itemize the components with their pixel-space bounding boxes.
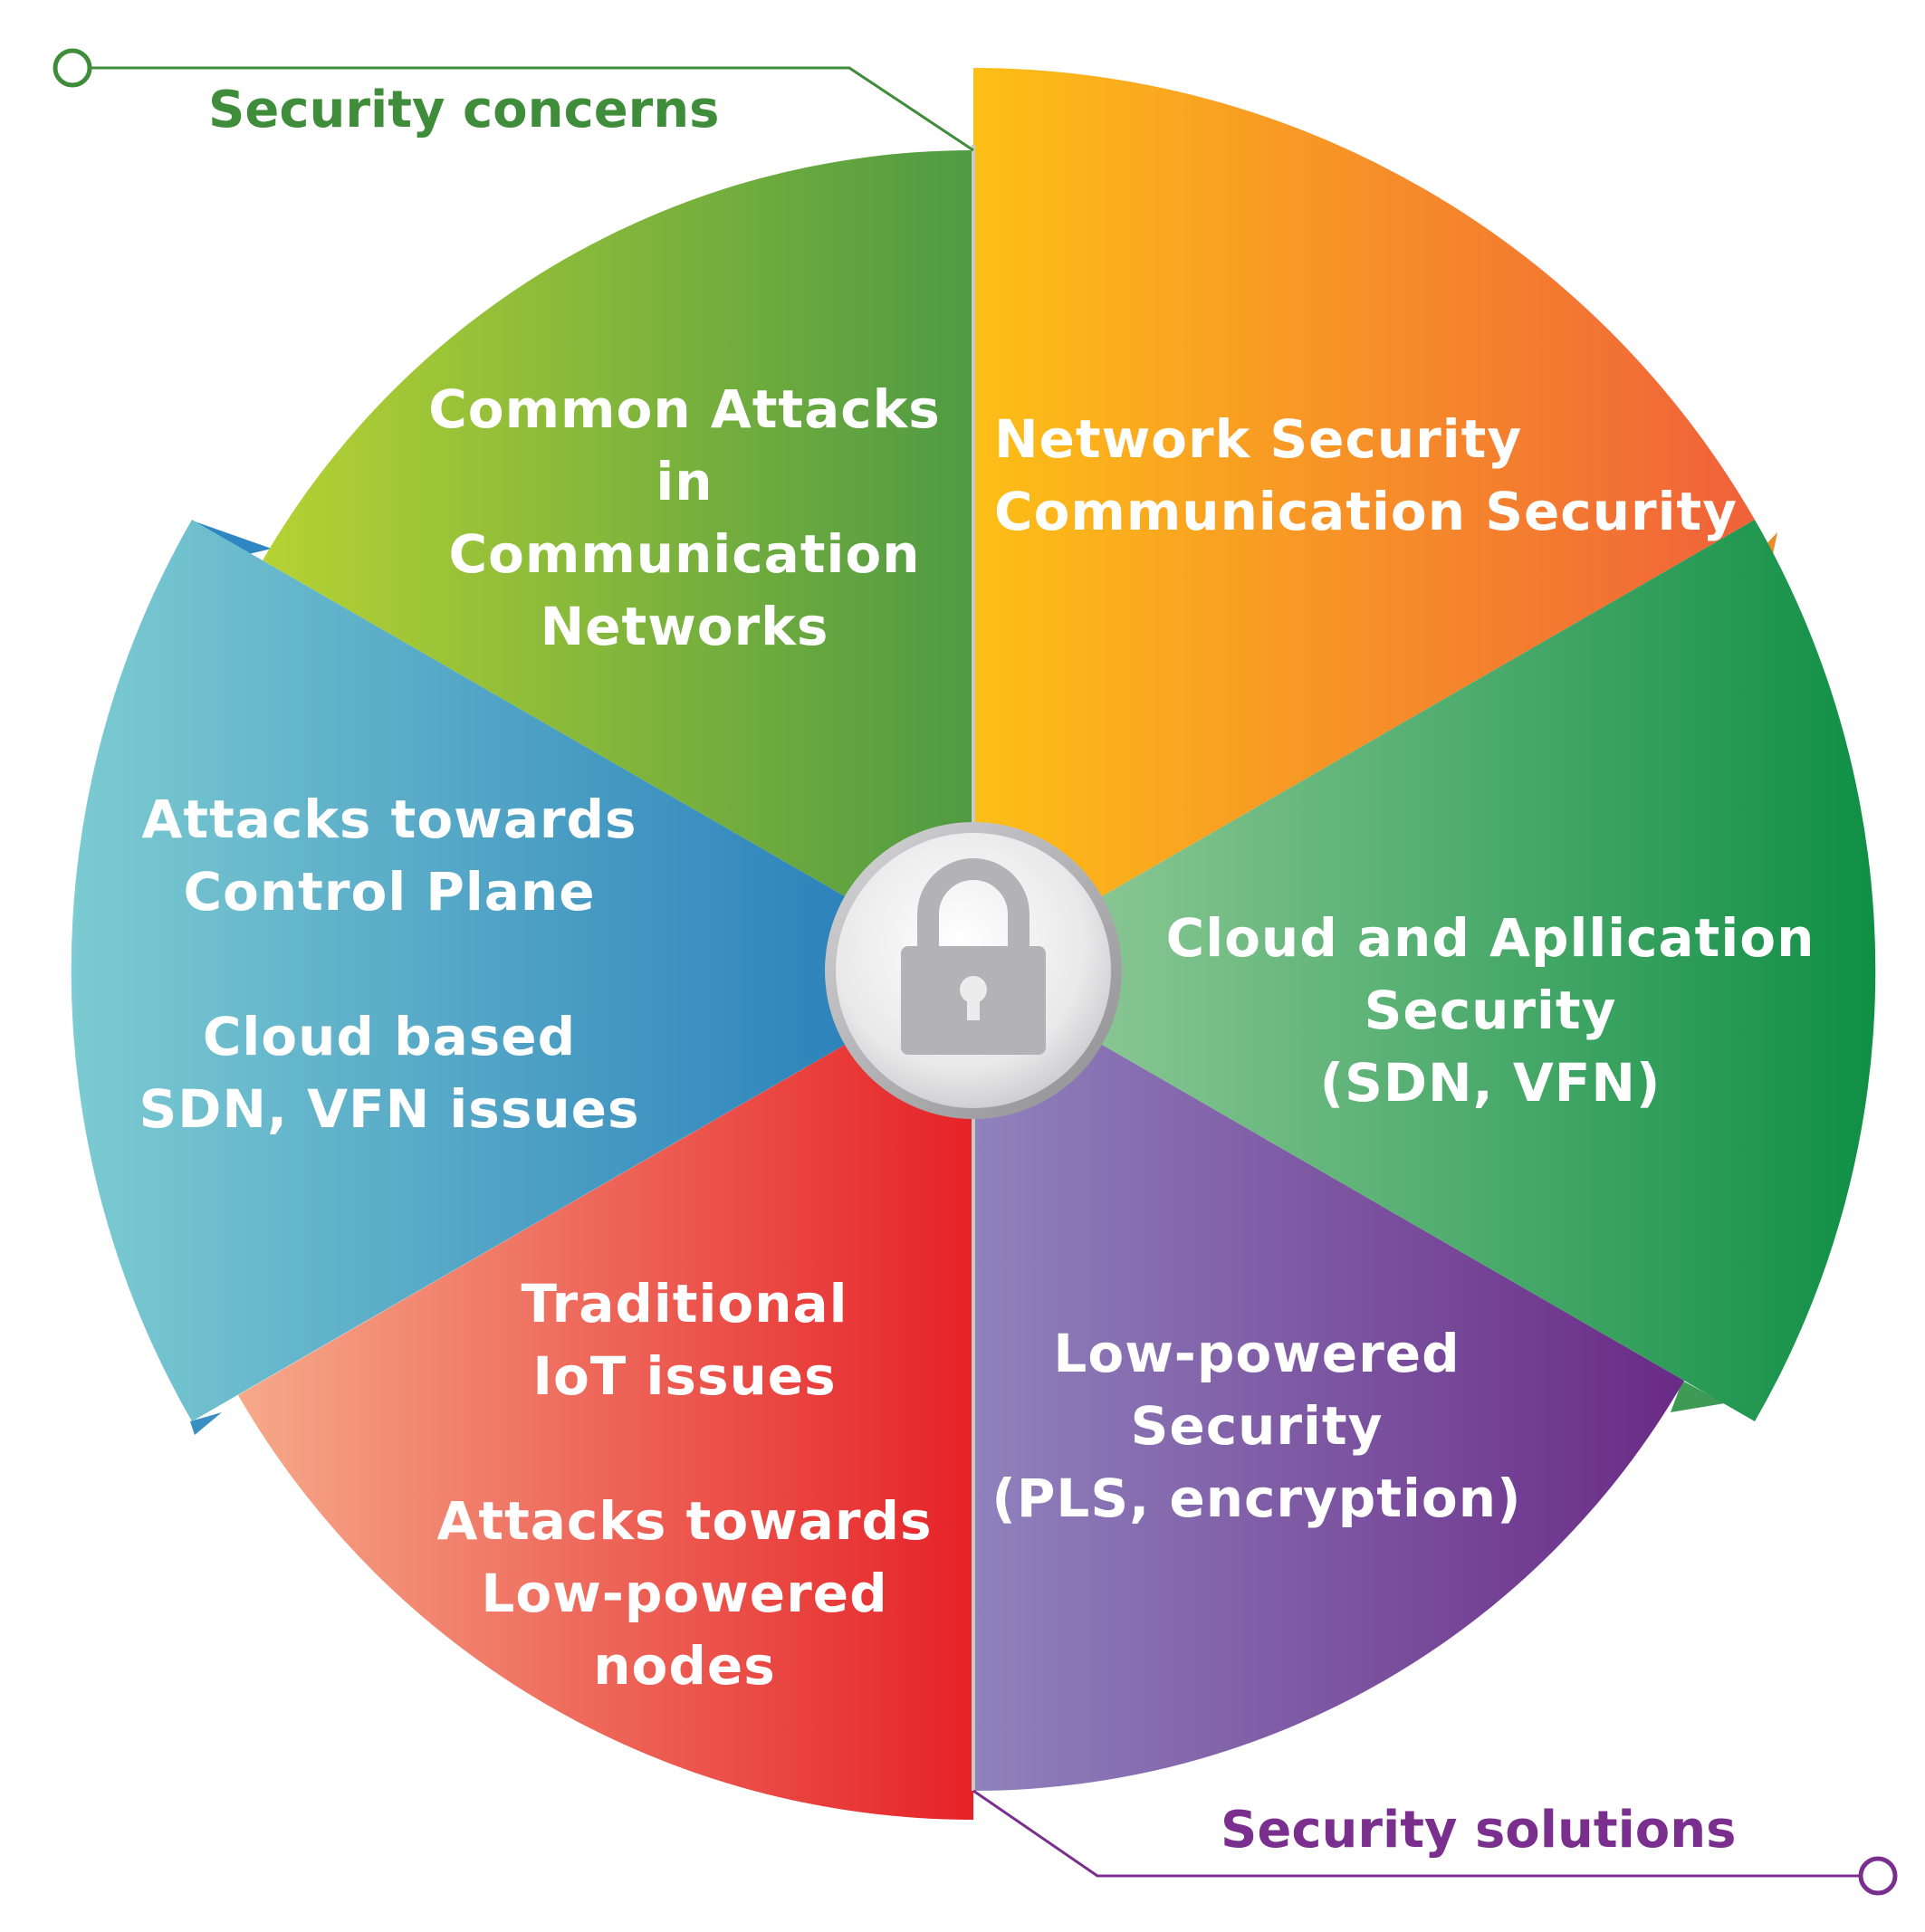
label-line: Control Plane xyxy=(183,861,595,923)
label-line: IoT issues xyxy=(532,1345,836,1407)
common-attacks-text: Common Attacks in Communication Networks xyxy=(428,378,941,657)
segment-low-powered-security xyxy=(973,971,1684,1791)
label-line: Network Security xyxy=(994,408,1522,470)
iot-attacks-text: Traditional IoT issues Attacks towards L… xyxy=(436,1273,932,1697)
control-plane-text: Attacks towards Control Plane Cloud base… xyxy=(139,789,639,1140)
security-concerns-label: Security concerns xyxy=(208,81,719,139)
label-line: nodes xyxy=(593,1635,776,1697)
segment-iot-attacks xyxy=(238,971,973,1820)
label-line: Cloud based xyxy=(203,1006,576,1067)
label-line: Common Attacks xyxy=(428,378,941,440)
network-security-text: Network Security Communication Security xyxy=(994,408,1738,542)
low-powered-security-text: Low-powered Security (PLS, encryption) xyxy=(991,1323,1521,1529)
solutions-leader-line xyxy=(972,1789,1861,1878)
label-line: in xyxy=(656,451,713,512)
label-line: Communication Security xyxy=(994,481,1738,542)
padlock-icon xyxy=(901,858,1046,1055)
segment-control-plane xyxy=(71,520,973,1421)
label-line: Low-powered xyxy=(481,1563,887,1624)
segment-network-security xyxy=(973,68,1755,971)
concerns-marker xyxy=(53,48,92,88)
center-hub xyxy=(825,822,1122,1119)
green-facet xyxy=(1671,1381,1725,1412)
label-line: Security xyxy=(1131,1395,1384,1457)
segment-common-attacks xyxy=(263,149,973,971)
concerns-leader-line xyxy=(90,66,974,152)
label-line: Security xyxy=(1365,980,1617,1041)
label-line: Attacks towards xyxy=(436,1490,932,1552)
segment-cloud-app-security xyxy=(973,520,1876,1421)
security-solutions-label: Security solutions xyxy=(1221,1801,1736,1860)
label-line: (SDN, VFN) xyxy=(1320,1052,1662,1114)
label-line: Networks xyxy=(541,596,829,657)
label-line: Cloud and Apllication xyxy=(1166,907,1815,969)
solutions-marker xyxy=(1858,1856,1898,1896)
label-line: Communication xyxy=(448,523,920,585)
label-line: SDN, VFN issues xyxy=(139,1078,639,1140)
label-line: (PLS, encryption) xyxy=(991,1468,1521,1529)
blue-bottom-facet xyxy=(190,1412,222,1435)
label-line: Low-powered xyxy=(1053,1323,1460,1384)
cloud-app-security-text: Cloud and Apllication Security (SDN, VFN… xyxy=(1166,907,1815,1114)
label-line: Attacks towards xyxy=(141,789,637,850)
label-line: Traditional xyxy=(521,1273,848,1334)
